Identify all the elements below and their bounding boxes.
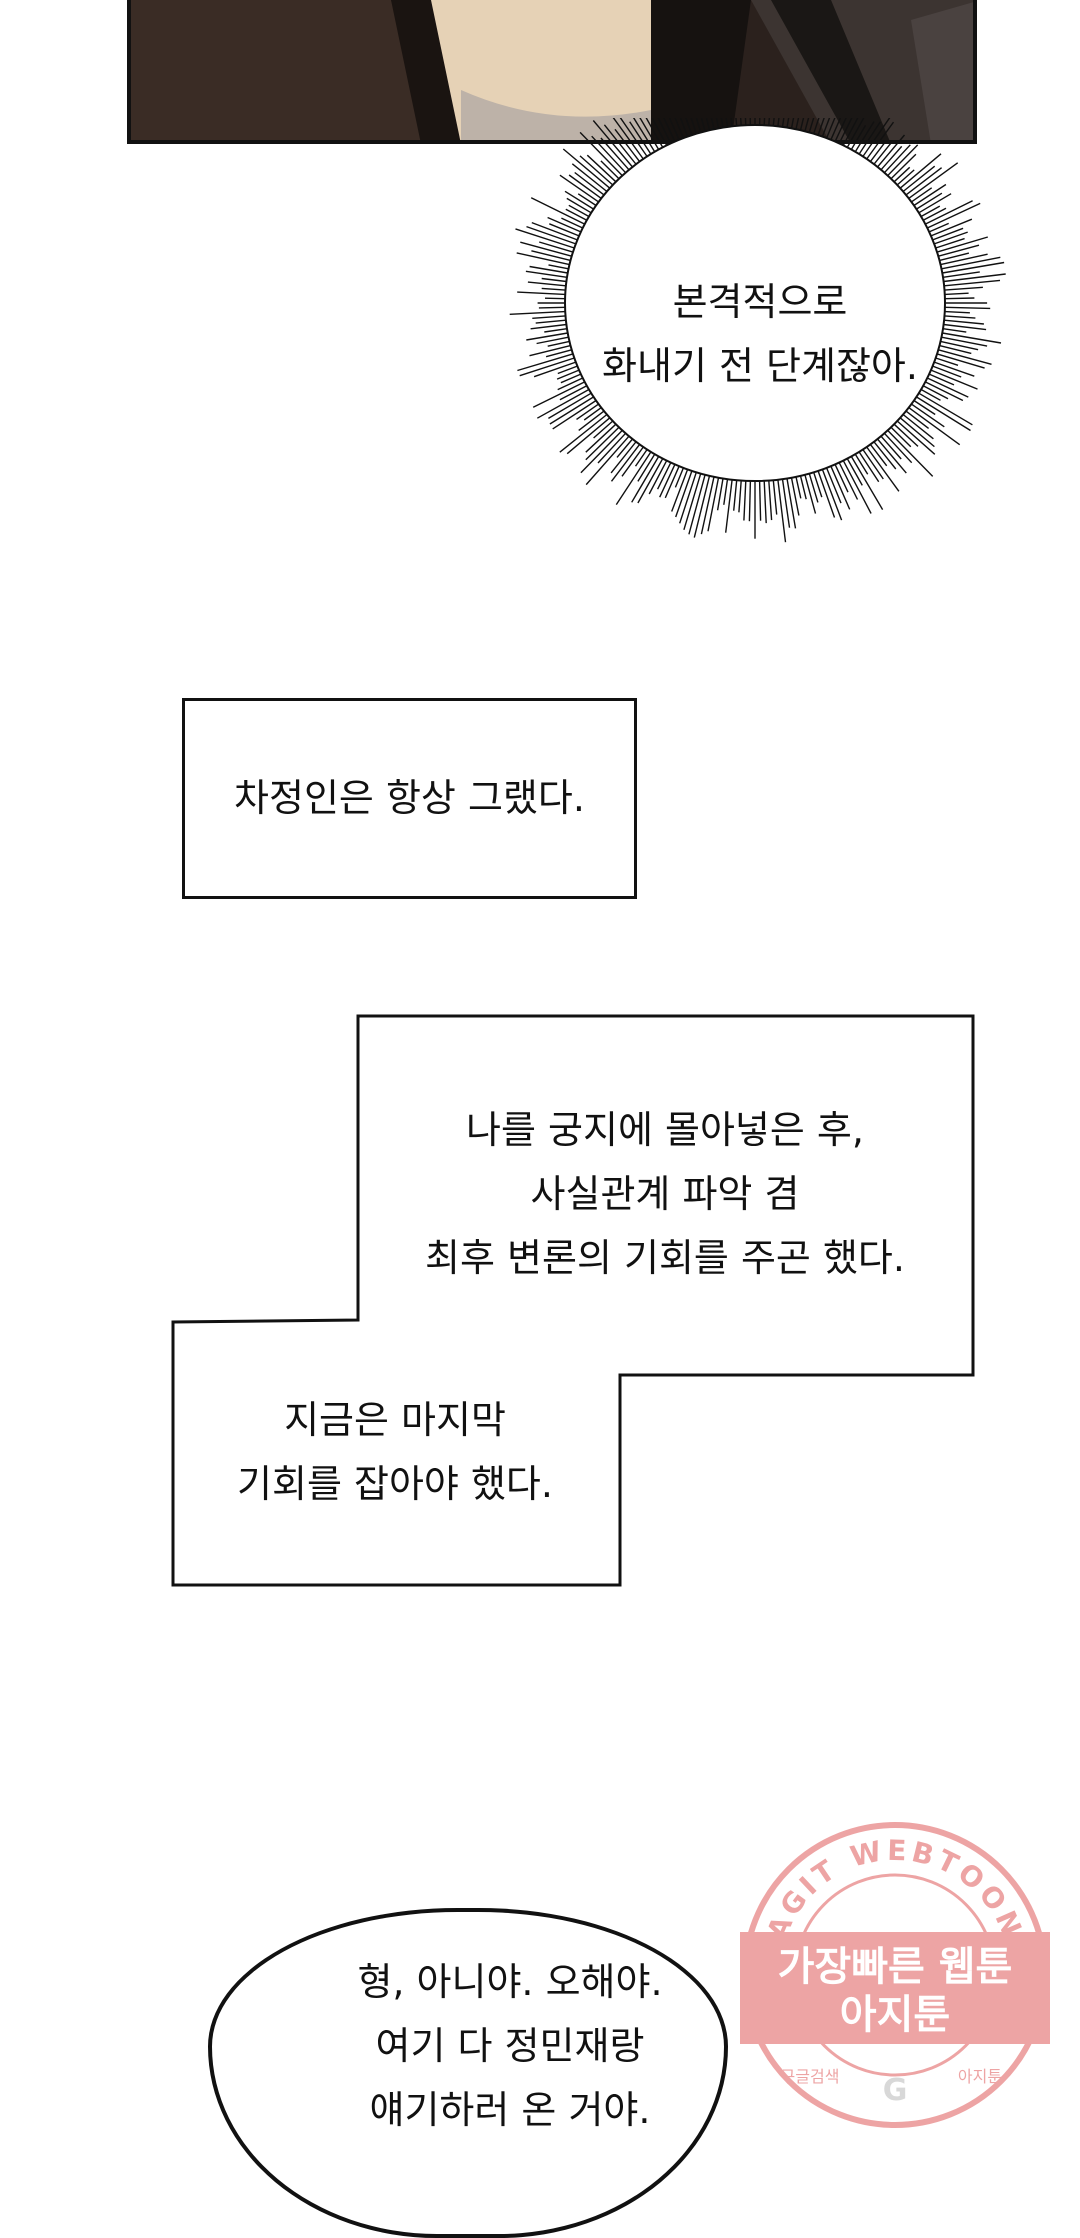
speech-bubble-text: 형, 아니야. 오해야. 여기 다 정민재랑 얘기하러 온 거야. [250,1950,770,2142]
narration-text: 차정인은 항상 그랬다. [234,776,585,820]
comic-panel-top [127,0,977,144]
shout-bubble [480,60,1040,558]
stamp-band [740,1932,1050,2044]
narration-text: 나를 궁지에 몰아넣은 후, 사실관계 파악 겸 최후 변론의 기회를 주곤 했… [360,1098,970,1290]
watermark-stamp: AGIT WEBTOON 가장빠른 웹툰 아지툰 구글검색 아지툰 G [740,1822,1050,2128]
narration-line: 최후 변론의 기회를 주곤 했다. [425,1236,905,1280]
narration-line: 사실관계 파악 겸 [530,1172,800,1216]
shout-line: 본격적으로 [672,280,848,324]
narration-line: 나를 궁지에 몰아넣은 후, [466,1108,864,1152]
stamp-line1: 가장빠른 웹툰 [778,1944,1013,1990]
stamp-arc-text: AGIT WEBTOON [760,1834,1029,1945]
speech-line: 형, 아니야. 오해야. [357,1960,663,2004]
stamp-footer-left: 구글검색 [781,2067,840,2086]
speech-line: 얘기하러 온 거야. [369,2088,651,2132]
stamp-footer-right: 아지툰 [958,2067,1002,2086]
google-g-icon: G [883,2073,908,2108]
narration-line: 기회를 잡아야 했다. [237,1462,553,1506]
shout-line: 화내기 전 단계잖아. [602,344,918,388]
shout-bubble-text: 본격적으로 화내기 전 단계잖아. [570,270,950,398]
narration-box [182,698,637,899]
stamp-line2: 아지툰 [840,1992,950,2038]
narration-step-box [171,1014,975,1587]
speech-line: 여기 다 정민재랑 [375,2024,645,2068]
panel-artwork [131,0,973,140]
narration-line: 지금은 마지막 [284,1398,506,1442]
shout-bubble-shape [509,60,1006,543]
narration-text: 지금은 마지막 기회를 잡아야 했다. [175,1388,615,1516]
